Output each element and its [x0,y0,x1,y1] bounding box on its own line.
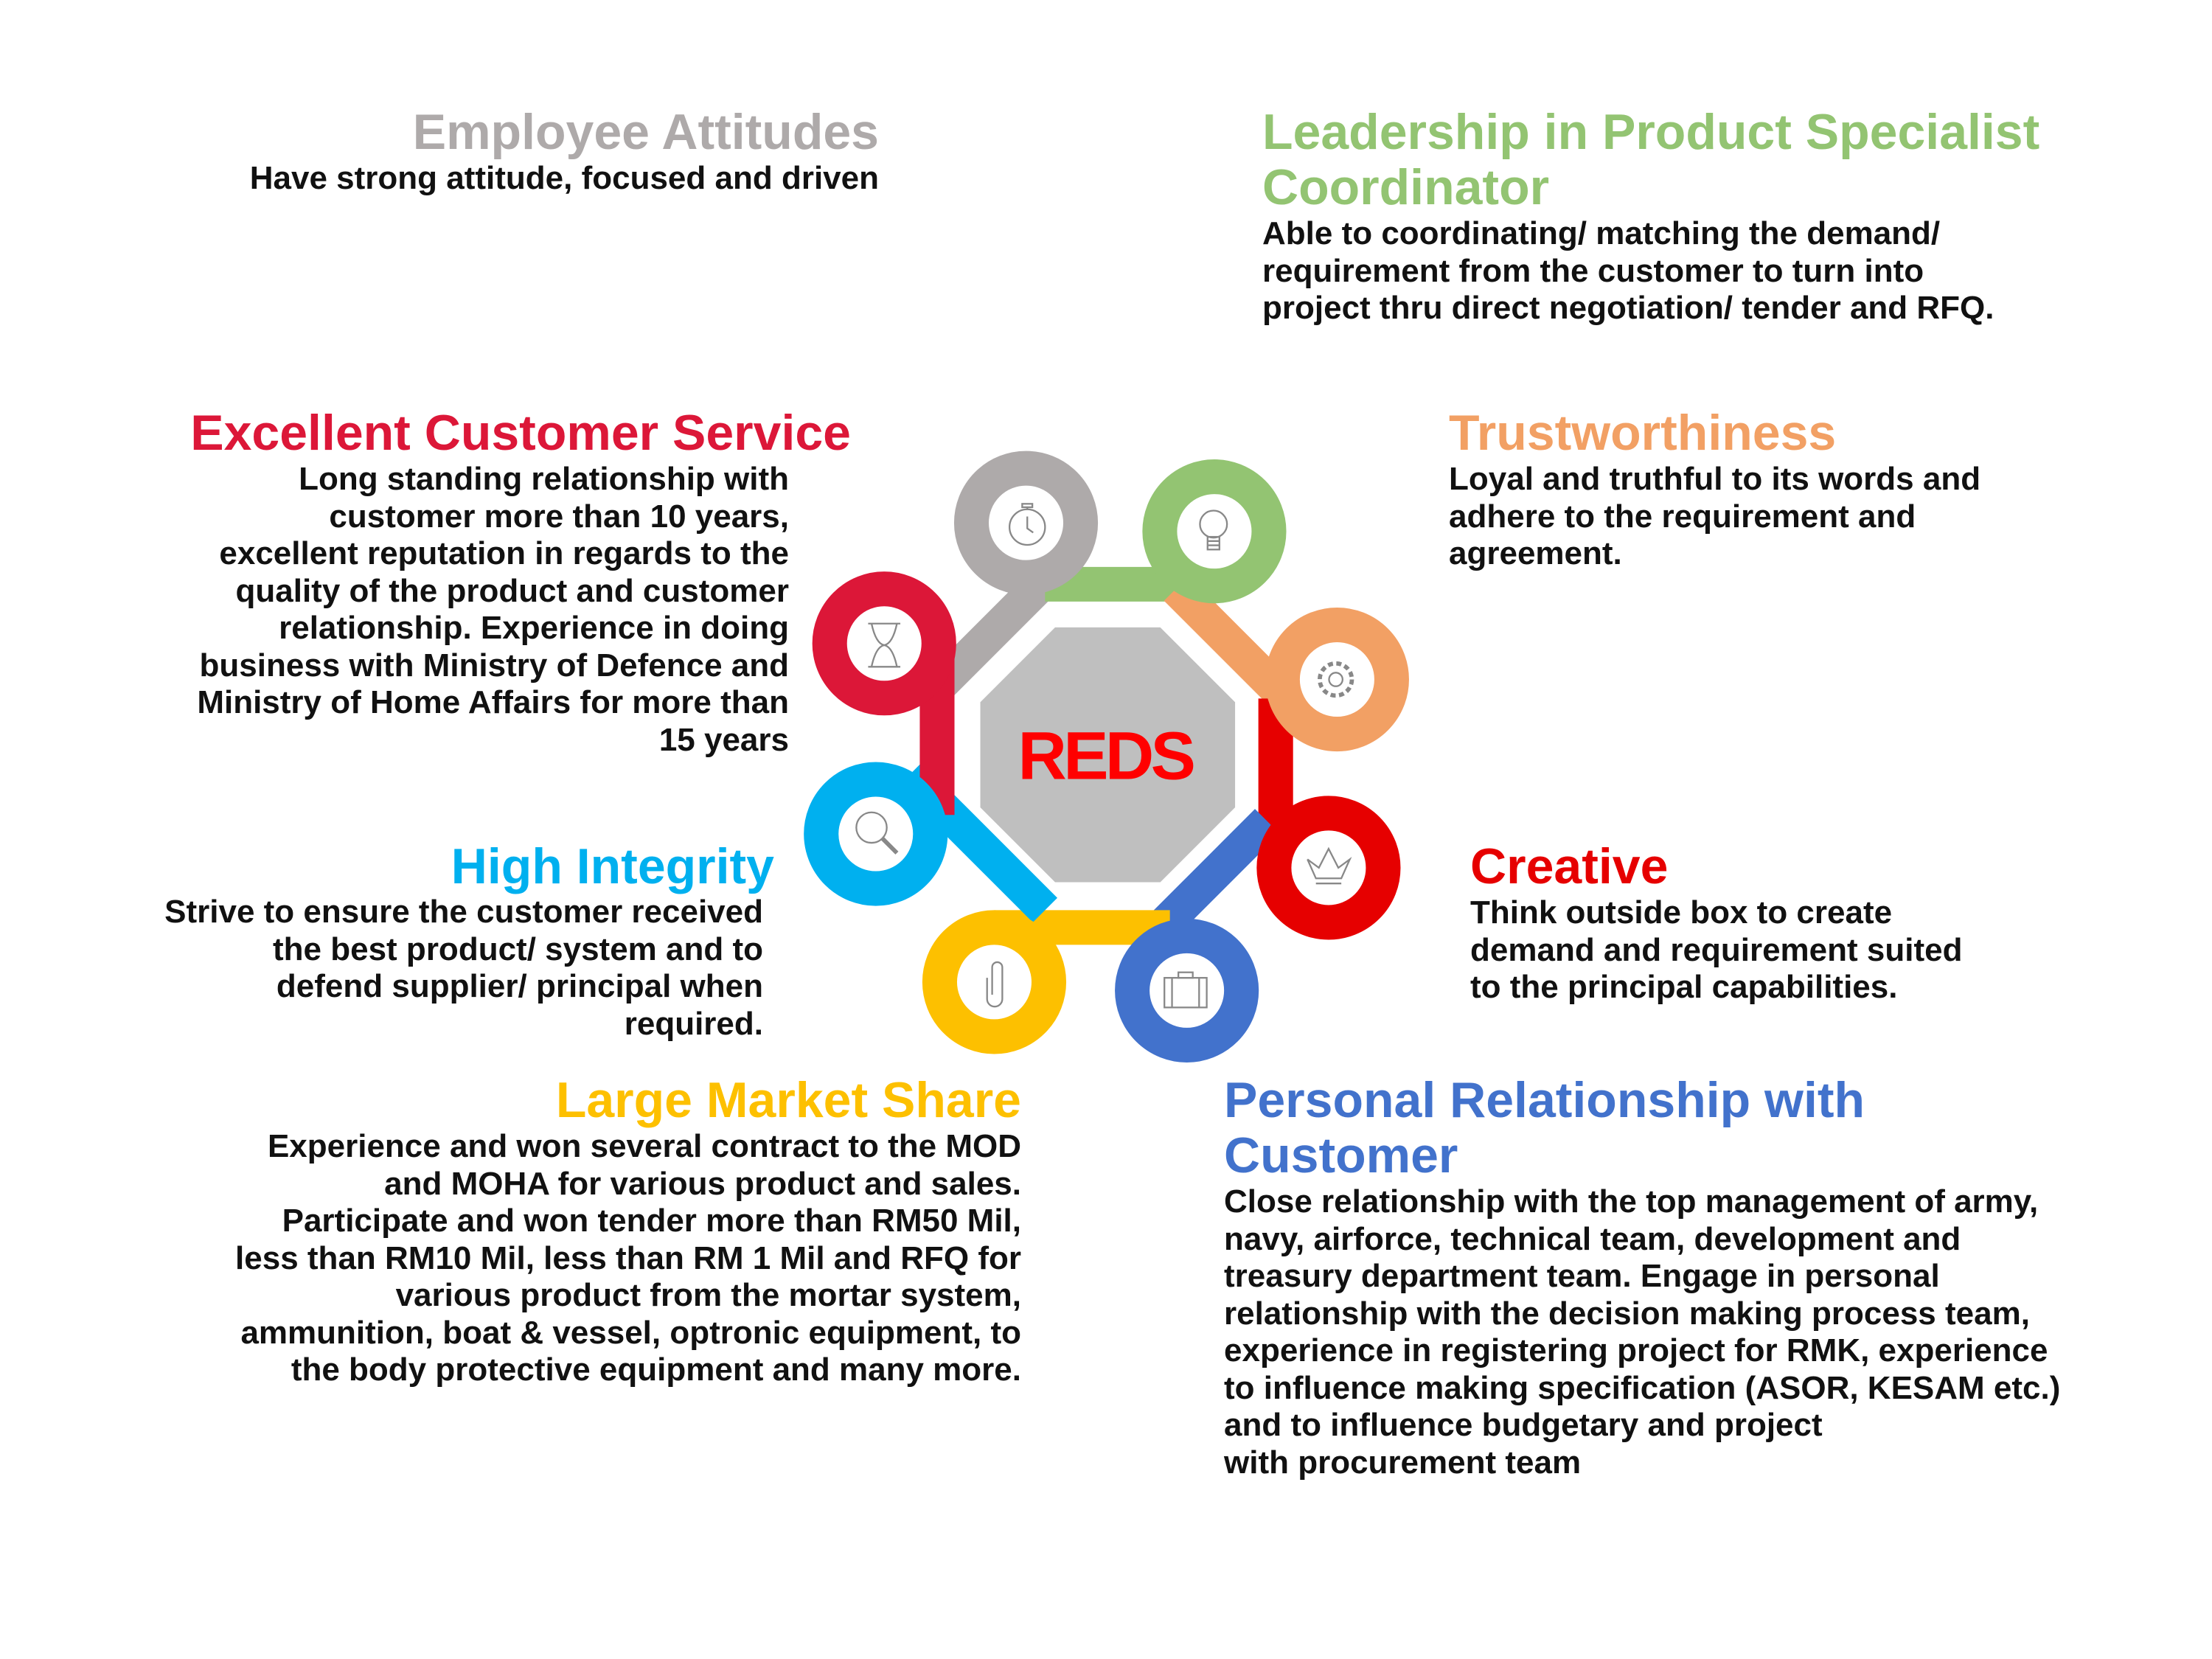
creative-ring [1256,796,1401,940]
trust-ring [1265,607,1409,752]
creative-title: Creative [1470,838,1669,894]
trust-title: Trustworthiness [1449,405,1837,461]
employee-attitudes-title: Employee Attitudes [412,104,879,160]
leadership-text: Able to coordinating/ matching the deman… [1262,215,1994,326]
stopwatch-icon [1008,503,1046,546]
leadership-section: Leadership in Product Specialist Coordin… [1262,105,2039,327]
market-text: Experience and won several contract to t… [235,1128,1021,1388]
relationship-title: Personal Relationship with Customer [1224,1072,1865,1183]
employee-attitudes-section: Employee Attitudes Have strong attitude,… [250,105,879,198]
lightbulb-icon [1199,509,1228,551]
briefcase-icon [1164,971,1208,1009]
hourglass-icon [868,622,901,668]
trust-text: Loyal and truthful to its words and adhe… [1449,461,1981,571]
market-section: Large Market Share Experience and won se… [235,1073,1021,1389]
market-title: Large Market Share [555,1072,1021,1128]
gear-icon [1317,661,1354,698]
relationship-text: Close relationship with the top manageme… [1224,1183,2061,1481]
integrity-title: High Integrity [451,838,774,894]
creative-text: Think outside box to create demand and r… [1470,894,1963,1005]
customer-service-ring [812,571,956,716]
magnifier-icon [855,811,899,855]
paperclip-icon [986,961,1004,1008]
trust-section: Trustworthiness Loyal and truthful to it… [1449,406,1980,573]
customer-service-text: Long standing relationship with customer… [197,461,789,758]
reds-cycle-diagram: REDS [804,451,1409,1062]
employee-ring [953,451,1099,595]
center-octagon [976,624,1239,886]
relationship-section: Personal Relationship with Customer Clos… [1224,1073,2060,1481]
customer-service-title: Excellent Customer Service [190,405,851,461]
integrity-ring [804,762,948,906]
relationship-ring [1115,918,1259,1062]
leadership-title: Leadership in Product Specialist Coordin… [1262,104,2040,215]
leadership-ring [1142,459,1287,604]
crown-icon [1307,846,1352,885]
integrity-text: Strive to ensure the customer received t… [164,894,763,1042]
employee-attitudes-text: Have strong attitude, focused and driven [249,160,879,196]
market-ring [922,910,1067,1054]
center-label: REDS [1018,718,1193,793]
creative-section: Creative Think outside box to create dem… [1470,839,1962,1006]
